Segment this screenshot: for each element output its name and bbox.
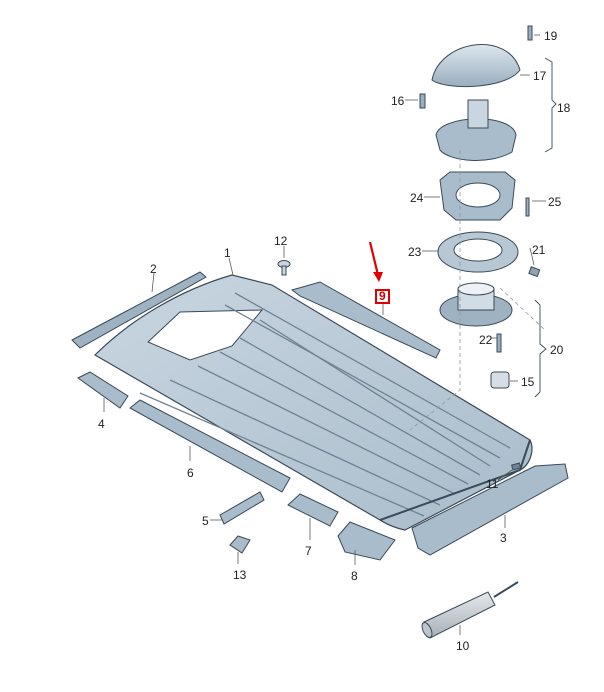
part-5-rail: [219, 491, 265, 525]
part-16-screw: [419, 93, 426, 109]
part-3-rear-crossmember: [411, 463, 569, 556]
part-15-sleeve: [490, 371, 510, 389]
part-7-bracket: [287, 493, 339, 527]
part-13-clip: [229, 535, 251, 554]
part-20-flange: [439, 282, 513, 327]
assembly-lines: [409, 150, 546, 431]
callout-10: 10: [456, 639, 470, 653]
callout-4: 4: [98, 417, 105, 431]
roof-panel: [94, 274, 533, 531]
callout-23: 23: [408, 245, 422, 259]
callout-12: 12: [274, 234, 288, 248]
callout-21: 21: [532, 243, 546, 257]
callout-13: 13: [233, 568, 247, 582]
part-9-side-strip: [290, 281, 441, 359]
callout-16: 16: [391, 94, 405, 108]
callout-5: 5: [202, 514, 209, 528]
callout-24: 24: [410, 191, 424, 205]
callout-1: 1: [224, 246, 231, 260]
callout-6: 6: [187, 466, 194, 480]
part-25-rivet: [525, 197, 530, 217]
callout-20: 20: [550, 343, 564, 357]
callout-17: 17: [533, 69, 547, 83]
callout-22: 22: [479, 333, 493, 347]
part-4-bracket: [77, 371, 129, 409]
callout-3: 3: [500, 531, 507, 545]
part-22-bolt: [496, 333, 502, 353]
part-8-bracket: [337, 521, 396, 561]
callout-18: 18: [557, 101, 571, 115]
callout-25: 25: [548, 195, 562, 209]
part-19-screw: [527, 25, 533, 41]
callout-9-highlighted: 9: [375, 289, 390, 304]
callout-7: 7: [305, 544, 312, 558]
part-12-clip: [277, 260, 291, 276]
part-23-gasket-ring: [437, 231, 519, 273]
callout-15: 15: [521, 375, 535, 389]
leader-lines: [103, 34, 546, 635]
part-17-dome-cover: [431, 44, 521, 87]
callout-8: 8: [351, 569, 358, 583]
callout-11: 11: [486, 477, 499, 491]
part-21-nut: [528, 266, 541, 278]
part-18-base-assembly: [435, 99, 517, 161]
part-10-cartridge: [421, 581, 519, 639]
callout-2: 2: [150, 262, 157, 276]
bracket-20: [534, 299, 547, 398]
bracket-18: [544, 57, 557, 153]
red-arrow-icon: [368, 241, 383, 282]
part-11-pad: [511, 462, 522, 471]
part-6-side-rail: [129, 399, 291, 493]
part-2-header-strip: [71, 271, 207, 349]
callout-19: 19: [544, 29, 558, 43]
part-24-mounting-plate: [439, 171, 516, 221]
